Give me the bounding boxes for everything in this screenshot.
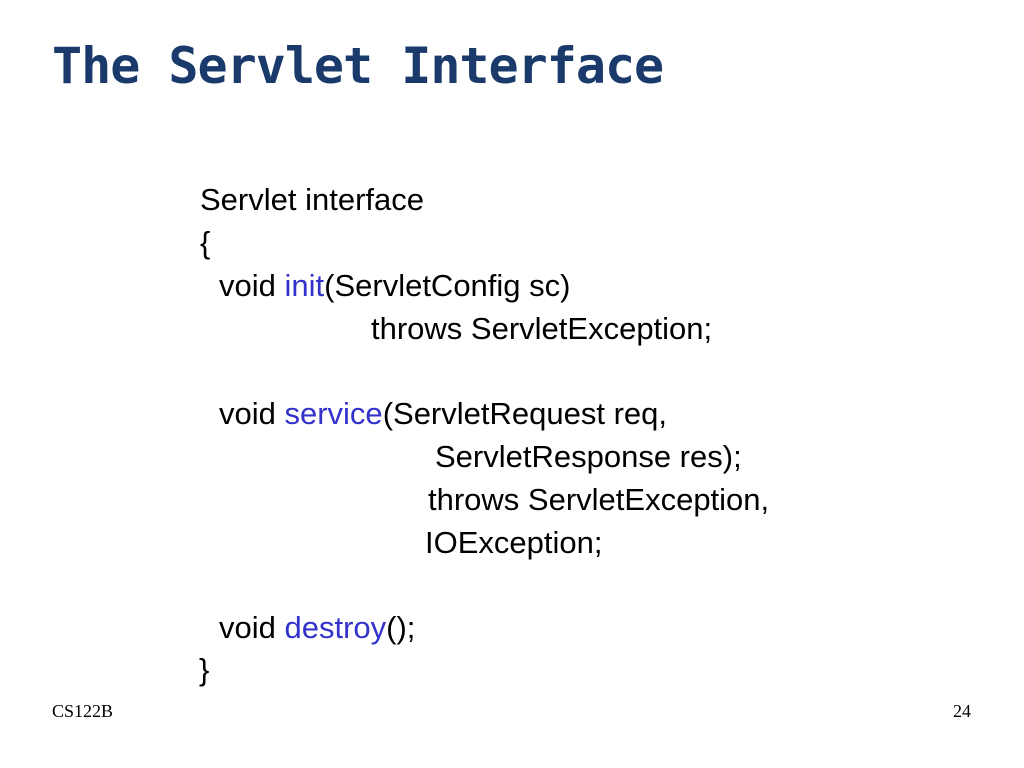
service-parameter-request: (ServletRequest req,	[382, 396, 667, 431]
service-signature: void service(ServletRequest req,	[219, 393, 667, 435]
footer-page-number: 24	[953, 701, 971, 721]
closing-brace: }	[199, 652, 210, 687]
service-throws-clause: throws ServletException,	[428, 482, 770, 517]
service-return-type: void	[219, 396, 285, 431]
service-parameter-response: ServletResponse res);	[435, 439, 742, 474]
destroy-return-type: void	[219, 610, 285, 645]
destroy-method-name: destroy	[284, 610, 387, 645]
init-parameters: (ServletConfig sc)	[324, 268, 571, 303]
slide-title: The Servlet Interface	[52, 37, 664, 95]
destroy-parameters: ();	[386, 610, 416, 645]
footer-course-label: CS122B	[52, 701, 114, 721]
interface-declaration: Servlet interface	[200, 182, 424, 217]
init-throws-clause: throws ServletException;	[371, 311, 713, 346]
service-ioexception: IOException;	[425, 525, 603, 560]
init-method-name: init	[284, 268, 325, 303]
opening-brace: {	[200, 225, 211, 260]
init-return-type: void	[219, 268, 285, 303]
service-method-name: service	[284, 396, 383, 431]
destroy-signature: void destroy();	[219, 607, 415, 649]
init-signature: void init(ServletConfig sc)	[219, 265, 570, 307]
